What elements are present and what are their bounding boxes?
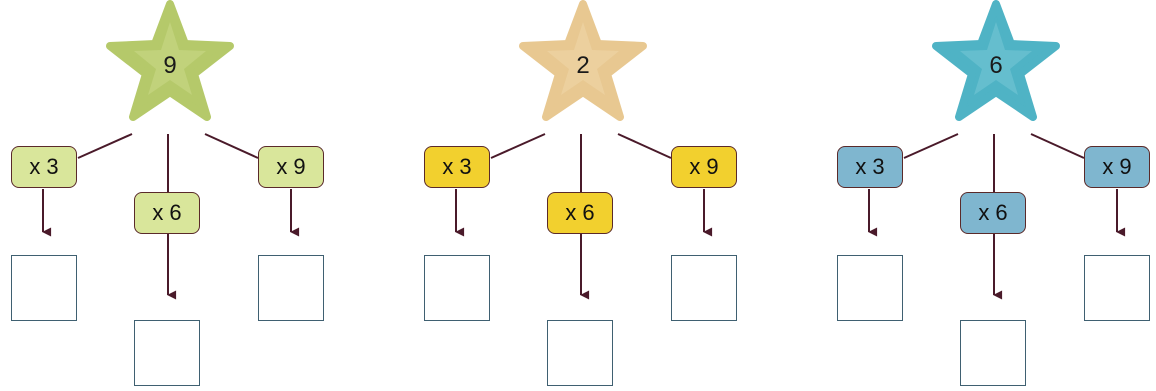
multiplication-tree: 6 x 3 x 6 x 9 bbox=[826, 0, 1156, 391]
star-icon bbox=[932, 0, 1060, 121]
connector-lines bbox=[42, 133, 300, 300]
branch-left-line bbox=[903, 133, 959, 159]
multiply-box-left: x 3 bbox=[837, 146, 903, 188]
multiply-box-right: x 9 bbox=[1084, 146, 1150, 188]
branch-right-line bbox=[617, 133, 672, 159]
multiply-box-center: x 6 bbox=[547, 192, 613, 234]
multiply-box-right: x 9 bbox=[671, 146, 737, 188]
multiply-box-right: x 9 bbox=[258, 146, 324, 188]
star-number: 6 bbox=[989, 52, 1003, 79]
multiply-box-left: x 3 bbox=[11, 146, 77, 188]
branch-left-line bbox=[77, 133, 133, 159]
star-icon bbox=[106, 0, 234, 121]
answer-box-center[interactable] bbox=[134, 320, 200, 386]
multiply-box-center: x 6 bbox=[134, 192, 200, 234]
multiply-box-left: x 3 bbox=[424, 146, 490, 188]
answer-box-right[interactable] bbox=[1084, 255, 1150, 321]
star-number: 2 bbox=[576, 52, 590, 79]
branch-right-line bbox=[204, 133, 259, 159]
branch-right-line bbox=[1030, 133, 1085, 159]
answer-box-center[interactable] bbox=[547, 320, 613, 386]
multiply-box-center: x 6 bbox=[960, 192, 1026, 234]
answer-box-left[interactable] bbox=[837, 255, 903, 321]
answer-box-right[interactable] bbox=[258, 255, 324, 321]
branch-left-line bbox=[490, 133, 546, 159]
answer-box-center[interactable] bbox=[960, 320, 1026, 386]
answer-box-left[interactable] bbox=[424, 255, 490, 321]
connector-lines bbox=[455, 133, 713, 300]
multiplication-tree: 2 x 3 x 6 x 9 bbox=[413, 0, 798, 391]
answer-box-left[interactable] bbox=[11, 255, 77, 321]
star-number: 9 bbox=[163, 52, 177, 79]
multiplication-tree: 9 x 3 x 6 x 9 bbox=[0, 0, 385, 391]
connector-lines bbox=[868, 133, 1126, 300]
star-icon bbox=[519, 0, 647, 121]
answer-box-right[interactable] bbox=[671, 255, 737, 321]
